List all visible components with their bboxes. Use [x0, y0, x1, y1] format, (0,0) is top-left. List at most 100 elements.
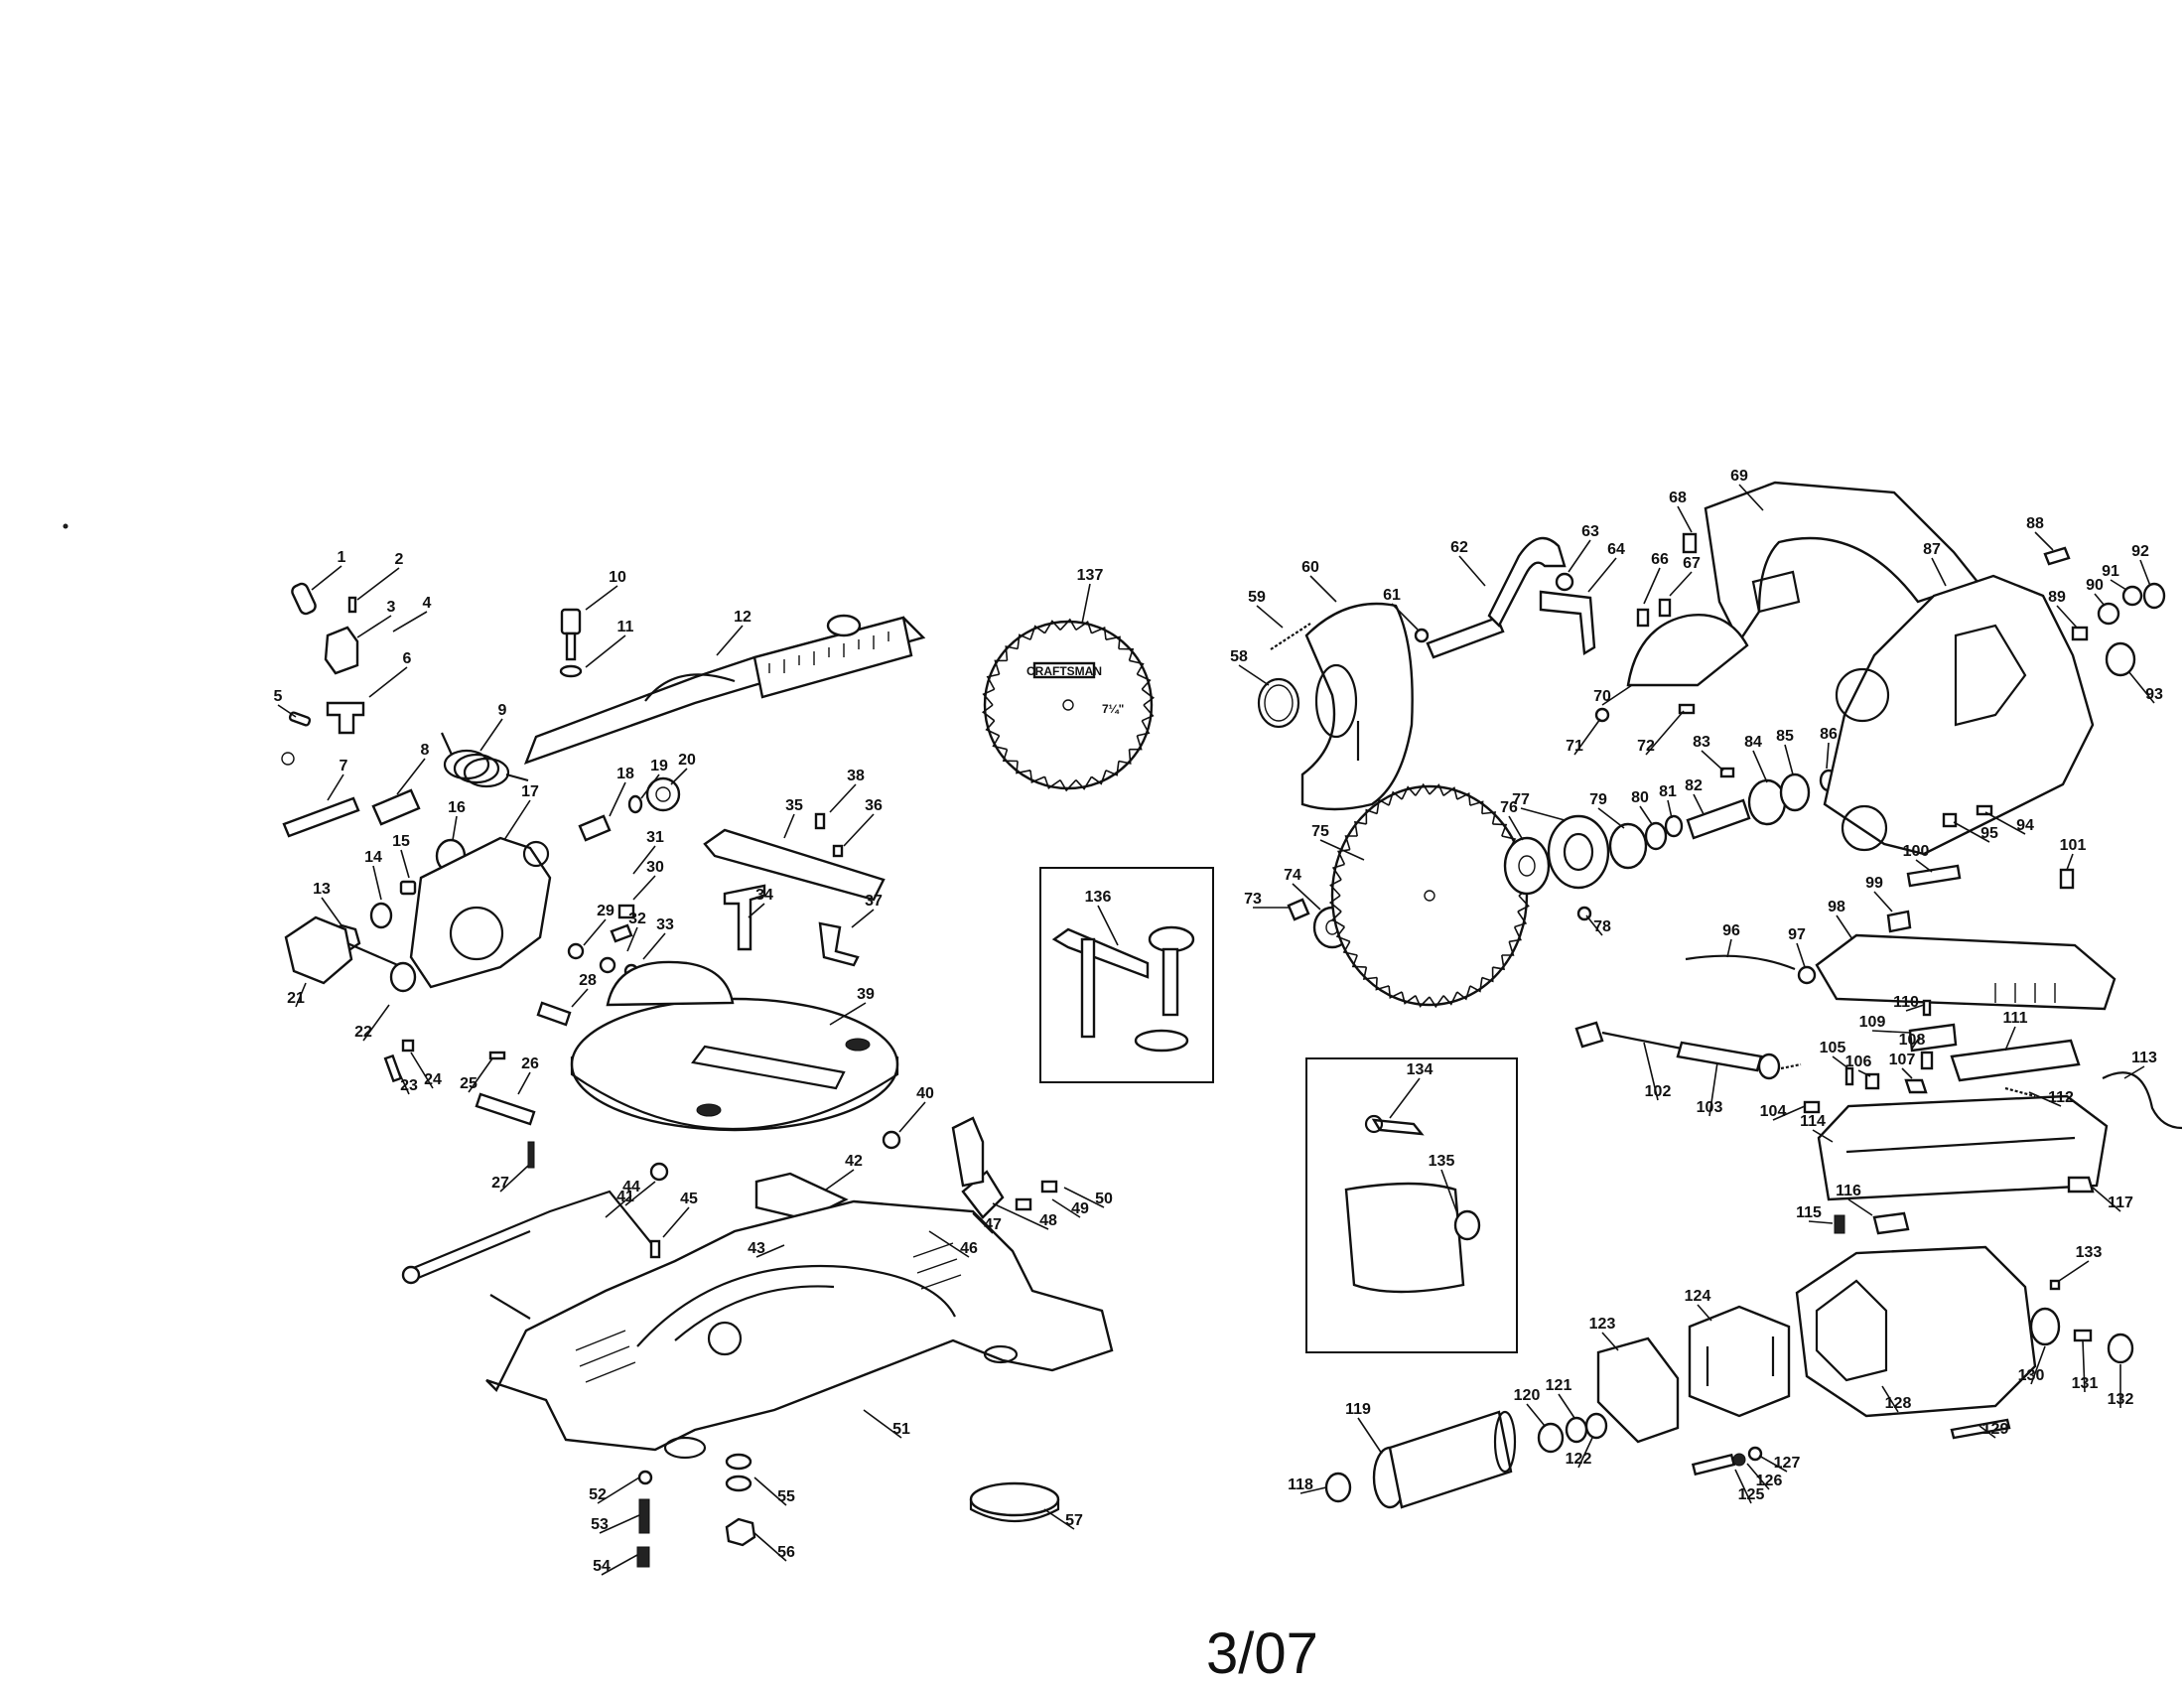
callout-31: 31	[646, 829, 664, 846]
callout-78: 78	[1593, 918, 1611, 935]
leader-line-127	[1758, 1455, 1788, 1473]
callout-3: 3	[387, 599, 396, 616]
blade-brand-label: CRAFTSMAN	[1026, 664, 1102, 678]
callout-16: 16	[448, 799, 466, 816]
leader-line-57	[1043, 1508, 1075, 1530]
leader-line-87	[1931, 557, 1947, 587]
leader-line-104	[1772, 1105, 1806, 1121]
leader-line-50	[1063, 1187, 1105, 1208]
leader-line-118	[1299, 1486, 1327, 1494]
leader-line-56	[753, 1532, 787, 1562]
leader-line-74	[1292, 883, 1321, 911]
callout-123: 123	[1589, 1316, 1616, 1333]
leader-line-100	[1915, 859, 1933, 873]
leader-line-23	[398, 1071, 410, 1095]
callout-129: 129	[1982, 1421, 2009, 1438]
callout-5: 5	[274, 688, 283, 705]
leader-line-125	[1734, 1469, 1752, 1504]
callout-52: 52	[589, 1486, 607, 1503]
callout-51: 51	[892, 1421, 910, 1438]
leader-line-86	[1826, 742, 1830, 770]
callout-44: 44	[622, 1179, 640, 1195]
callout-83: 83	[1693, 734, 1710, 751]
leader-line-75	[1319, 839, 1365, 861]
leader-line-16	[452, 815, 458, 841]
leader-line-54	[601, 1554, 638, 1576]
callout-124: 124	[1685, 1288, 1711, 1305]
callout-9: 9	[498, 702, 507, 719]
callout-12: 12	[734, 609, 751, 626]
leader-line-108	[1911, 1036, 1921, 1050]
callout-98: 98	[1828, 899, 1845, 915]
leader-line-95	[1953, 821, 1990, 843]
callout-72: 72	[1637, 738, 1655, 755]
callout-126: 126	[1756, 1473, 1783, 1489]
leader-line-7	[327, 773, 344, 801]
leader-line-25	[468, 1057, 493, 1093]
leader-line-79	[1597, 807, 1625, 829]
leader-line-76	[1508, 815, 1524, 841]
callout-66: 66	[1651, 551, 1669, 568]
leader-line-115	[1808, 1220, 1834, 1224]
callout-60: 60	[1301, 559, 1319, 576]
leader-line-20	[670, 768, 688, 785]
callout-117: 117	[2108, 1195, 2133, 1211]
leader-line-11	[585, 634, 626, 668]
callout-50: 50	[1095, 1191, 1113, 1207]
leader-line-101	[2066, 853, 2074, 871]
leader-line-42	[825, 1169, 855, 1191]
callout-2: 2	[395, 551, 404, 568]
leader-line-36	[843, 813, 875, 847]
callout-96: 96	[1722, 922, 1740, 939]
callout-94: 94	[2016, 817, 2034, 834]
callout-132: 132	[2108, 1391, 2134, 1408]
leader-line-131	[2082, 1339, 2086, 1393]
hold-down-clamp	[1051, 925, 1195, 1053]
leader-line-31	[632, 845, 656, 875]
callout-45: 45	[680, 1191, 698, 1207]
callout-79: 79	[1589, 791, 1607, 808]
callout-90: 90	[2086, 577, 2104, 594]
leader-line-112	[2028, 1091, 2062, 1107]
callout-86: 86	[1820, 726, 1838, 743]
leader-line-12	[716, 625, 744, 656]
leader-line-62	[1458, 555, 1486, 587]
leader-line-99	[1873, 891, 1893, 913]
leader-line-34	[748, 903, 765, 918]
leader-line-105	[1832, 1055, 1849, 1069]
callout-104: 104	[1760, 1103, 1787, 1120]
leader-line-103	[1708, 1061, 1718, 1117]
leader-line-124	[1697, 1304, 1712, 1322]
callout-40: 40	[916, 1085, 934, 1102]
leader-line-6	[368, 666, 408, 698]
blade137teeth-path	[981, 618, 1156, 792]
callout-110: 110	[1893, 994, 1919, 1011]
callout-109: 109	[1859, 1014, 1886, 1031]
leader-line-44	[605, 1195, 632, 1218]
leader-line-14	[372, 865, 382, 901]
leader-line-113	[2123, 1065, 2145, 1079]
leader-line-63	[1568, 539, 1591, 573]
leader-line-60	[1309, 575, 1337, 603]
leader-line-71	[1573, 718, 1601, 756]
callout-37: 37	[865, 893, 883, 910]
leader-line-88	[2034, 531, 2054, 551]
callout-4: 4	[423, 595, 432, 612]
leader-line-94	[1984, 811, 2026, 835]
leader-line-38	[829, 783, 857, 813]
leader-line-110	[1905, 1004, 1925, 1012]
leader-line-66	[1643, 567, 1661, 605]
leader-line-30	[632, 875, 656, 901]
leader-line-135	[1440, 1169, 1458, 1214]
leader-line-18	[609, 781, 626, 817]
leader-line-68	[1677, 505, 1693, 533]
callout-111: 111	[2003, 1010, 2028, 1027]
leader-line-90	[2094, 593, 2106, 607]
callout-24: 24	[424, 1071, 442, 1088]
leader-line-3	[356, 615, 392, 638]
leader-line-102	[1643, 1042, 1659, 1101]
leader-line-109	[1871, 1030, 1911, 1034]
callout-21: 21	[287, 990, 305, 1007]
